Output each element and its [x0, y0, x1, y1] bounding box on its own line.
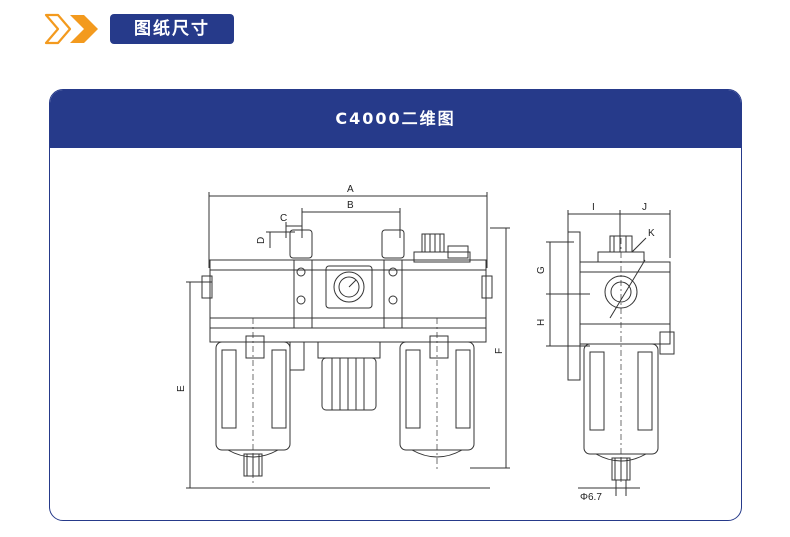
technical-drawing: A B C D E F G H I J K Φ6.7 [176, 184, 675, 503]
section-header: 图纸尺寸 [44, 12, 344, 46]
dim-label-diameter: Φ6.7 [580, 492, 602, 503]
dim-label-j: J [642, 202, 647, 213]
section-title: 图纸尺寸 [110, 14, 234, 44]
dim-label-a: A [347, 184, 354, 195]
dim-label-e: E [176, 385, 187, 392]
dim-label-f: F [494, 348, 505, 354]
dim-label-d: D [256, 237, 267, 244]
drawing-card: C4000二维图 [49, 89, 742, 521]
dim-label-i: I [592, 202, 595, 213]
dim-label-c: C [280, 213, 287, 224]
chevron-right-icon [44, 13, 98, 45]
dim-label-k: K [648, 228, 655, 239]
dim-label-h: H [536, 319, 547, 326]
dim-label-b: B [347, 200, 354, 211]
card-title: C4000二维图 [50, 90, 741, 148]
dim-label-g: G [536, 266, 547, 274]
